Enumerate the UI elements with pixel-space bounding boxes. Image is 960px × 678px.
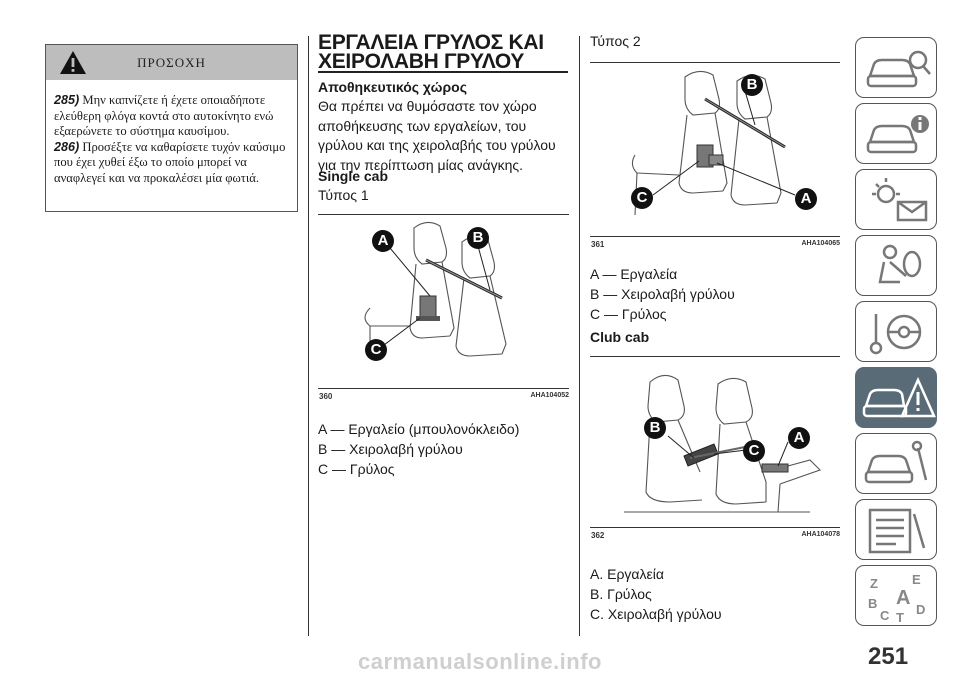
tab-maintenance[interactable]	[855, 433, 937, 494]
callout-a: A	[795, 188, 817, 210]
tab-emergency[interactable]	[855, 367, 937, 428]
legend-item: C. Χειρολαβή γρύλου	[590, 606, 722, 622]
warning-item: 285) Μην καπνίζετε ή έχετε οποιαδήποτε ε…	[54, 93, 274, 139]
legend-item: A — Εργαλείο (μπουλονόκλειδο)	[318, 421, 520, 437]
svg-text:T: T	[896, 610, 904, 625]
club-cab-heading: Club cab	[590, 329, 650, 345]
warning-box: ΠΡΟΣΟΧΗ 285) Μην καπνίζετε ή έχετε οποια…	[45, 44, 298, 212]
airbag-person-icon	[878, 244, 922, 284]
callout-c: C	[631, 187, 653, 209]
single-cab-heading: Single cab	[318, 168, 389, 184]
figure-top-rule	[318, 214, 569, 215]
svg-text:A: A	[896, 587, 910, 609]
figure-bottom-rule	[318, 388, 569, 389]
tab-car-info[interactable]	[855, 103, 937, 164]
warning-text: 285) Μην καπνίζετε ή έχετε οποιαδήποτε ε…	[46, 80, 297, 187]
legend-item: B — Χειρολαβή γρύλου	[318, 441, 463, 457]
svg-text:B: B	[868, 596, 877, 611]
figure-top-rule	[590, 356, 840, 357]
legend-item: C — Γρύλος	[318, 461, 395, 477]
page-number: 251	[868, 643, 909, 670]
figure-code: AHA104052	[530, 392, 569, 399]
warning-title: ΠΡΟΣΟΧΗ	[137, 55, 206, 70]
figure-360-seat-illustration	[364, 221, 507, 358]
title-underline	[318, 71, 568, 73]
car-info-icon	[866, 115, 929, 154]
car-wrench-icon	[864, 440, 928, 484]
column-divider	[579, 36, 580, 636]
legend-item: C — Γρύλος	[590, 306, 667, 322]
warning-light-mail-icon	[872, 178, 928, 222]
storage-subtitle: Αποθηκευτικός χώρος	[318, 79, 467, 95]
figure-number: 362	[591, 531, 605, 540]
svg-text:Z: Z	[870, 576, 878, 591]
tab-index[interactable]: Z E B A C T D	[855, 565, 937, 626]
figure-360-legend: A — Εργαλείο (μπουλονόκλειδο) B — Χειρολ…	[318, 419, 519, 479]
callout-c: C	[365, 339, 387, 361]
figure-bottom-rule	[590, 527, 840, 528]
tab-warning-lights[interactable]	[855, 169, 937, 230]
figure-362-legend: A. Εργαλεία B. Γρύλος C. Χειρολαβή γρύλο…	[590, 564, 722, 624]
legend-item: A. Εργαλεία	[590, 566, 664, 582]
figure-top-rule	[590, 62, 840, 63]
callout-b: B	[741, 74, 763, 96]
figure-number: 360	[319, 392, 333, 401]
car-warning-triangle-icon	[862, 376, 936, 418]
tab-safety[interactable]	[855, 235, 937, 296]
callout-a: A	[788, 427, 810, 449]
legend-item: B — Χειρολαβή γρύλου	[590, 286, 735, 302]
watermark: carmanualsonline.info	[358, 649, 602, 674]
legend-item: B. Γρύλος	[590, 586, 652, 602]
tab-technical-data[interactable]	[855, 499, 937, 560]
type2-label: Τύπος 2	[590, 33, 641, 49]
key-steering-wheel-icon	[869, 314, 922, 355]
figure-361-legend: A — Εργαλεία B — Χειρολαβή γρύλου C — Γρ…	[590, 264, 735, 324]
storage-paragraph: Θα πρέπει να θυμόσαστε τον χώρο αποθήκευ…	[318, 98, 556, 173]
svg-text:D: D	[916, 602, 925, 617]
callout-b: B	[644, 417, 666, 439]
figure-code: AHA104065	[801, 240, 840, 247]
svg-text:E: E	[912, 572, 921, 587]
car-search-icon	[866, 50, 931, 88]
legend-item: A — Εργαλεία	[590, 266, 678, 282]
warning-triangle-icon	[60, 51, 86, 74]
callout-b: B	[467, 227, 489, 249]
figure-number: 361	[591, 240, 605, 249]
tab-car-search[interactable]	[855, 37, 937, 98]
warning-item: 286) Προσέξτε να καθαρίσετε τυχόν καύσιμ…	[54, 139, 286, 185]
figure-bottom-rule	[590, 236, 840, 237]
figure-code: AHA104078	[801, 531, 840, 538]
callout-a: A	[372, 230, 394, 252]
type1-label: Τύπος 1	[318, 187, 369, 203]
svg-text:C: C	[880, 608, 890, 623]
figure-361-seat-illustration	[631, 70, 796, 216]
alphabet-index-icon: Z E B A C T D	[868, 572, 925, 625]
tab-starting-driving[interactable]	[855, 301, 937, 362]
list-document-icon	[868, 508, 926, 554]
column-divider	[308, 36, 309, 636]
warning-header: ΠΡΟΣΟΧΗ	[46, 45, 297, 80]
section-title: ΕΡΓΑΛΕΙΑ ΓΡΥΛΟΣ ΚΑΙ ΧΕΙΡΟΛΑΒΗ ΓΡΥΛΟΥ	[318, 31, 544, 73]
callout-c: C	[743, 440, 765, 462]
